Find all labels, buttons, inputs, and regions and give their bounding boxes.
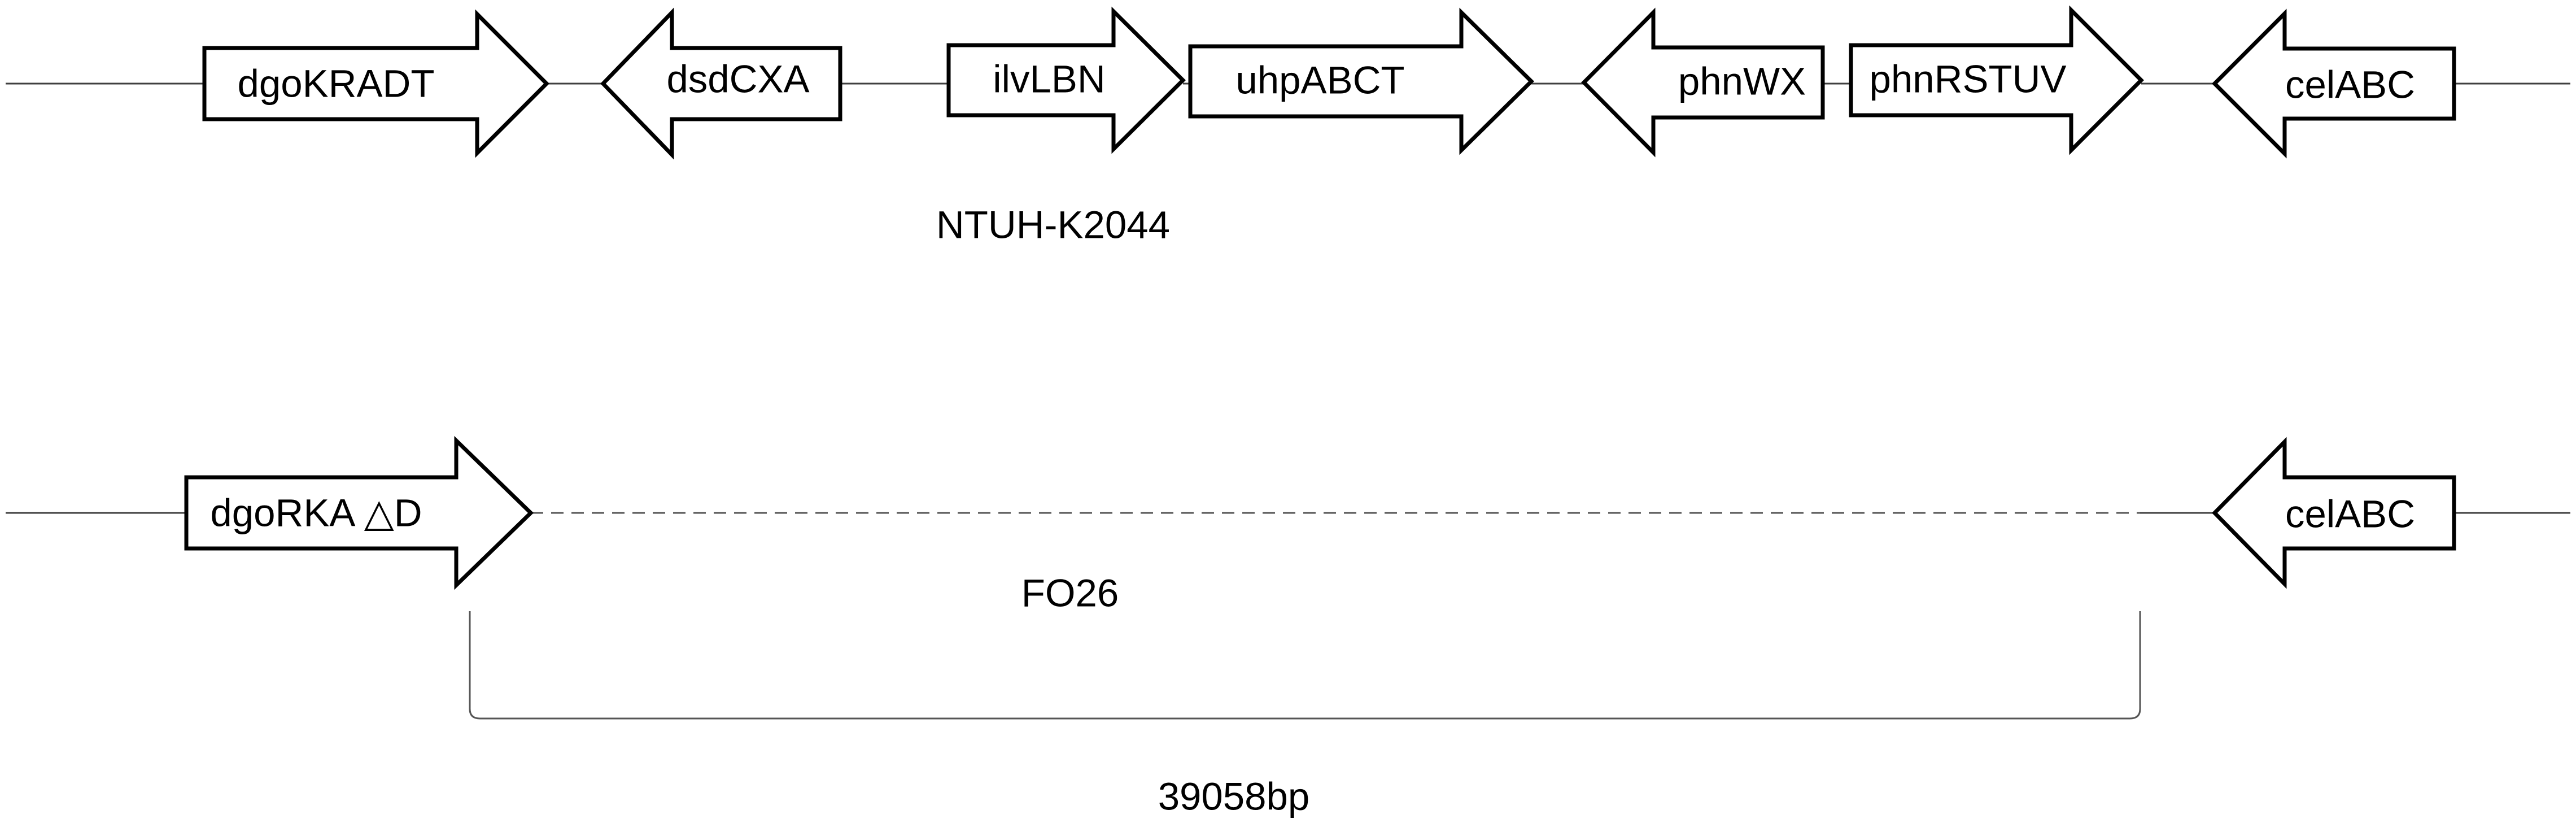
- gene-arrow-phnwx: phnWX: [1581, 7, 1825, 158]
- track-ntuh-k2044: dgoKRADT dsdCXA ilvLBN uhpABCT phnWX phn…: [6, 5, 2570, 247]
- gene-arrow-dsdcxa: dsdCXA: [600, 7, 842, 160]
- gene-label: ilvLBN: [993, 58, 1105, 101]
- gene-label: phnRSTUV: [1870, 58, 2067, 101]
- gene-label: phnWX: [1678, 60, 1806, 103]
- deletion-size-label: 39058bp: [1158, 775, 1310, 818]
- strain-label: FO26: [1021, 572, 1119, 615]
- gene-arrow-ilvlbn: ilvLBN: [946, 6, 1186, 154]
- gene-arrow-dgokradt: dgoKRADT: [202, 9, 549, 158]
- deletion-bracket: [469, 611, 2141, 720]
- gene-label: uhpABCT: [1235, 59, 1404, 102]
- gene-label: dgoRKA △D: [210, 491, 422, 535]
- track-fo26: dgoRKA △D celABC FO26 39058bp: [6, 436, 2570, 818]
- gene-arrow-phnrstuv: phnRSTUV: [1849, 5, 2144, 155]
- gene-label: celABC: [2285, 493, 2415, 536]
- gene-arrow-celabc: celABC: [2212, 437, 2456, 589]
- gene-arrow-uhpabct: uhpABCT: [1188, 7, 1534, 155]
- gene-label: dgoKRADT: [238, 62, 435, 106]
- gene-label: celABC: [2285, 63, 2415, 107]
- strain-label: NTUH-K2044: [936, 203, 1170, 247]
- gene-arrow-celabc: celABC: [2212, 8, 2456, 159]
- gene-label: dsdCXA: [666, 58, 809, 101]
- gene-arrow-dgorka-deltad: dgoRKA △D: [184, 436, 534, 590]
